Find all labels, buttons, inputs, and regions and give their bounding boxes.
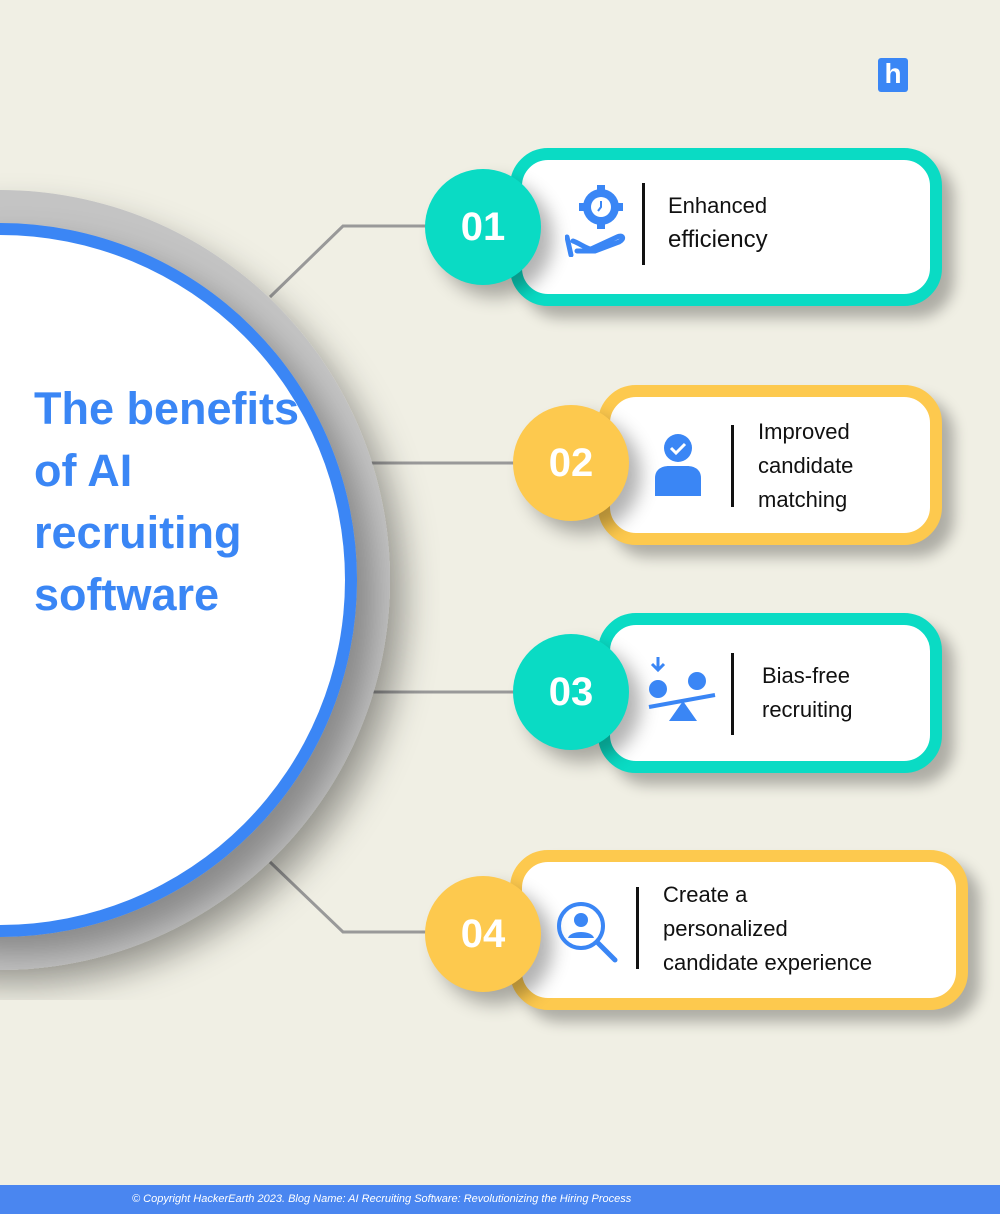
title-circle [0, 190, 390, 970]
divider [642, 183, 645, 265]
label-line: candidate experience [663, 950, 873, 975]
label-line: personalized [663, 916, 788, 941]
benefit-card-1 [510, 148, 942, 306]
hackerearth-logo: h [878, 58, 908, 92]
divider [636, 887, 639, 969]
label-line: Bias-free [762, 663, 851, 688]
badge-03: 03 [513, 634, 629, 750]
benefit-label-3: Bias-free recruiting [762, 659, 852, 727]
label-line: efficiency [668, 226, 768, 253]
user-check-icon [655, 434, 701, 496]
divider [731, 425, 734, 507]
badge-04: 04 [425, 876, 541, 992]
white-disc [0, 235, 345, 925]
label-line: Improved [758, 419, 850, 444]
benefit-label-1: Enhanced efficiency [668, 189, 768, 257]
badge-01: 01 [425, 169, 541, 285]
balance-people-icon [648, 657, 716, 721]
footer-copyright: © Copyright HackerEarth 2023. Blog Name:… [0, 1185, 1000, 1214]
benefit-label-2: Improved candidate matching [758, 415, 853, 517]
label-line: Create a [663, 882, 748, 907]
benefit-label-4: Create a personalized candidate experien… [663, 878, 872, 980]
badge-02: 02 [513, 405, 629, 521]
benefit-card-2 [598, 385, 942, 545]
label-line: Enhanced [668, 193, 768, 218]
label-line: candidate [758, 453, 854, 478]
label-line: matching [758, 487, 848, 512]
divider [731, 653, 734, 735]
search-user-icon [557, 902, 618, 963]
gear-clock-hand-icon [565, 185, 626, 257]
page-title: The benefits of AI recruiting software [34, 383, 300, 620]
label-line: recruiting [762, 697, 853, 722]
